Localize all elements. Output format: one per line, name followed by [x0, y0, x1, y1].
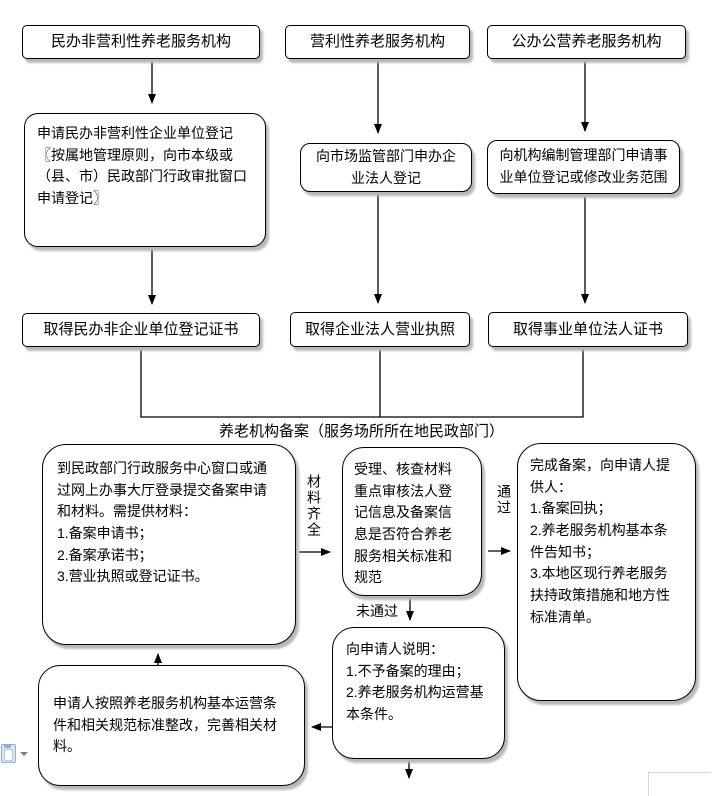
label-fail: 未通过 [356, 603, 398, 619]
paste-options-clipboard-icon[interactable] [1, 744, 16, 763]
box-private-nonprofit-org: 民办非营利性养老服务机构 [22, 25, 260, 59]
box-public-org: 公办公营养老服务机构 [487, 25, 686, 59]
filing-section-label: 养老机构备案（服务场所所在地民政部门） [219, 423, 505, 440]
box-apply-institutional-org-registration: 向机构编制管理部门申请事 业单位登记或修改业务范围 [487, 140, 680, 194]
box-filing-completed: 完成备案，向申请人提 供人： 1.备案回执； 2.养老服务机构基本条 件告知书；… [517, 443, 696, 701]
connector-certs-to-filing [140, 347, 584, 418]
box-review-materials: 受理、核查材料 重点审核法人登 记信息及备案信 息是否符合养老 服务相关标准和 … [342, 447, 482, 596]
box-apply-market-regulator: 向市场监管部门申办企 业法人登记 [300, 143, 472, 192]
clipboard-sheet-icon [4, 749, 13, 761]
box-obtain-business-license: 取得企业法人营业执照 [290, 312, 470, 347]
box-forprofit-org: 营利性养老服务机构 [285, 25, 470, 59]
box-explain-to-applicant: 向申请人说明： 1.不予备案的理由； 2.养老服务机构运营基 本条件。 [332, 627, 505, 759]
label-pass: 通过 [496, 484, 512, 516]
paste-options-dropdown-icon[interactable] [20, 752, 28, 756]
box-rectify-materials: 申请人按照养老服务机构基本运营条 件和相关规范标准整改，完善相关材 料。 [38, 665, 305, 786]
box-obtain-institution-certificate: 取得事业单位法人证书 [488, 312, 688, 347]
page-corner-marker [648, 772, 711, 796]
clipboard-tab-icon [4, 744, 11, 748]
box-submit-filing-application: 到民政部门行政服务中心窗口或通 过网上办事大厅登录提交备案申请 和材料。需提供材… [42, 444, 296, 645]
box-obtain-private-nonenterprise-certificate: 取得民办非企业单位登记证书 [22, 313, 260, 347]
label-materials-complete: 材料齐全 [306, 474, 322, 538]
box-apply-private-nonenterprise-registration: 申请民办非营利性企业单位登记 〖按属地管理原则，向市本级或 （县、市）民政部门行… [24, 113, 266, 247]
